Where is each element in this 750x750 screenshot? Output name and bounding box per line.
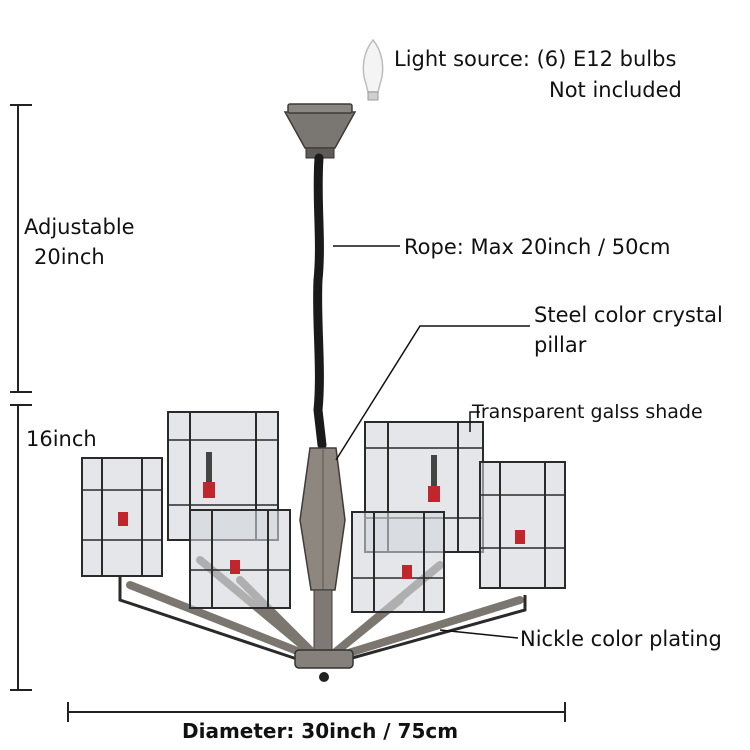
leader-lines: [333, 245, 530, 639]
light-source-label: Light source: (6) E12 bulbs: [394, 47, 677, 71]
bulb-icon: [362, 38, 384, 101]
center-hub: [294, 649, 354, 682]
ceiling-canopy: [283, 103, 357, 159]
glass-shade-right-lower: [351, 511, 445, 613]
adjustable-length-label: 20inch: [34, 245, 105, 269]
rope: [313, 153, 327, 450]
rope-label: Rope: Max 20inch / 50cm: [404, 235, 671, 259]
lower-arm-rails: [118, 575, 527, 662]
adjustable-dimension-bar: [10, 104, 32, 393]
pillar-label-line1: Steel color crystal: [534, 303, 723, 327]
diameter-dimension-bar: [67, 702, 566, 722]
bulbs-not-included-label: Not included: [549, 78, 682, 102]
glass-shade-left-back: [81, 457, 163, 577]
crystal-pillar: [299, 447, 346, 651]
plating-label: Nickle color plating: [520, 627, 722, 651]
glass-shade-right-back: [479, 461, 566, 589]
glass-shade-left-lower: [189, 509, 291, 609]
height-dimension-bar: [10, 404, 32, 691]
height-label: 16inch: [26, 427, 97, 451]
pillar-label-line2: pillar: [534, 333, 587, 357]
shade-label: Transparent galss shade: [472, 401, 703, 423]
adjustable-label: Adjustable: [24, 215, 135, 239]
diameter-label: Diameter: 30inch / 75cm: [182, 719, 459, 743]
